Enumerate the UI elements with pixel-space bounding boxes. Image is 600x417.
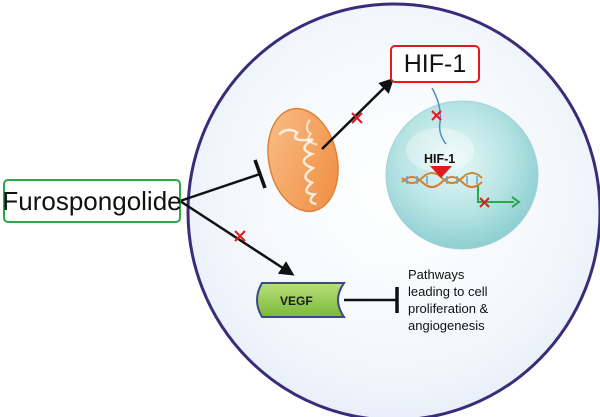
nucleus-icon <box>385 100 539 250</box>
furospongolide-label: Furospongolide <box>2 185 182 216</box>
block-mark-translocation <box>431 110 442 121</box>
arrow-to-hif1 <box>321 77 395 150</box>
hif1-box: HIF-1 <box>390 45 480 83</box>
vegf-receptor-shape <box>256 282 346 318</box>
hif1-label: HIF-1 <box>403 49 467 78</box>
vegf-label: VEGF <box>280 294 313 308</box>
pathways-line: Pathways <box>408 267 465 282</box>
hif1-binding-marker <box>430 166 452 178</box>
nuclear-hif1-label: HIF-1 <box>424 152 456 166</box>
pathways-line: angiogenesis <box>408 318 485 333</box>
transcription-arrow-icon <box>477 186 521 208</box>
arrow-to-vegf <box>179 199 295 276</box>
block-mark-transcription <box>479 197 490 208</box>
hif1-nuclear-translocation <box>431 87 447 145</box>
pathways-line: proliferation & <box>408 301 489 316</box>
dna-helix-icon <box>401 172 483 188</box>
block-mark-hif1 <box>351 112 363 124</box>
mitochondrion-icon <box>267 107 339 213</box>
pathways-description: Pathways leading to cell proliferation &… <box>408 266 488 334</box>
furospongolide-box: Furospongolide <box>2 179 182 223</box>
inhibit-bar-mitochondrion <box>253 159 267 189</box>
inhibit-line-mitochondrion <box>179 172 261 203</box>
block-mark-vegf <box>234 230 246 242</box>
pathways-line: leading to cell <box>408 284 488 299</box>
